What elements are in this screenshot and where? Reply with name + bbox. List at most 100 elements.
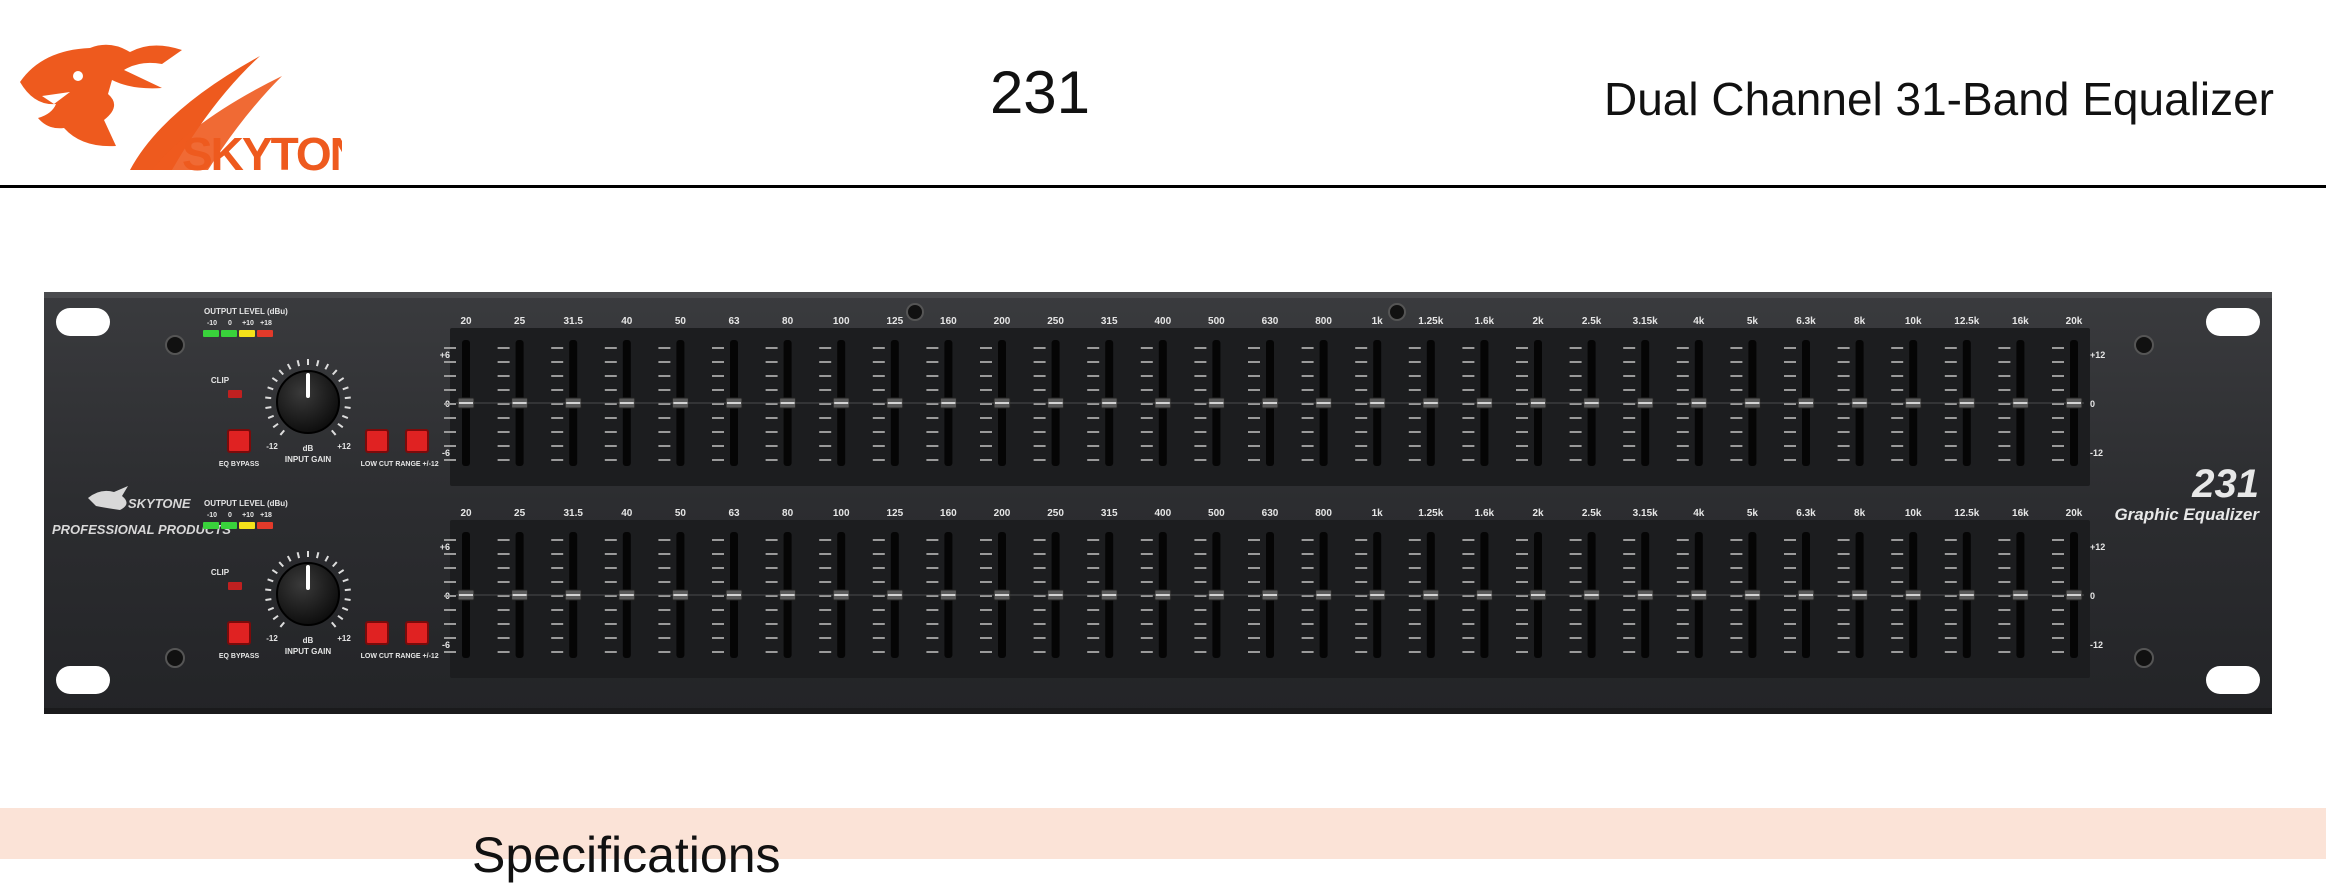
output-level-label: OUTPUT LEVEL (dBu) <box>204 307 288 316</box>
led-label: 0 <box>228 512 232 519</box>
band-label: 8k <box>1854 316 1866 327</box>
band-label: 5k <box>1747 508 1759 519</box>
level-led <box>221 330 237 337</box>
level-led <box>257 522 273 529</box>
screw-icon <box>2134 648 2154 668</box>
band-label: 63 <box>728 316 740 327</box>
input-gain-knob[interactable] <box>276 370 340 434</box>
led-label: +10 <box>242 320 254 327</box>
band-label: 31.5 <box>563 316 583 327</box>
band-label: 3.15k <box>1633 316 1658 327</box>
panel-brand: SKYTONE PROFESSIONAL PRODUCTS <box>52 486 231 537</box>
band-label: 200 <box>994 508 1011 519</box>
band-label: 2k <box>1532 316 1544 327</box>
band-label: 1k <box>1372 316 1384 327</box>
range-button[interactable] <box>405 621 429 645</box>
level-led <box>257 330 273 337</box>
scale-left-label: -6 <box>442 448 450 458</box>
input-gain-label: INPUT GAIN <box>285 647 331 656</box>
scale-right-label: +12 <box>2090 542 2105 552</box>
led-label: -10 <box>207 512 217 519</box>
band-label: 160 <box>940 316 957 327</box>
band-label: 16k <box>2012 316 2029 327</box>
rack-slot <box>2206 666 2260 694</box>
knob-min-label: -12 <box>266 634 278 643</box>
clip-label: CLIP <box>211 376 230 385</box>
band-label: 125 <box>886 508 903 519</box>
range-label: RANGE +/-12 <box>395 461 438 468</box>
band-label: 800 <box>1315 316 1332 327</box>
screw-icon <box>165 648 185 668</box>
band-label: 1.6k <box>1475 316 1495 327</box>
level-led <box>239 522 255 529</box>
band-label: 63 <box>728 508 740 519</box>
band-label: 100 <box>833 508 850 519</box>
document-title: Dual Channel 31-Band Equalizer <box>1604 73 2274 125</box>
page-number: 231 <box>989 59 1091 126</box>
screw-icon <box>1388 303 1406 321</box>
band-label: 250 <box>1047 316 1064 327</box>
band-label: 1k <box>1372 508 1384 519</box>
skytone-logo: SKYTONE <box>12 30 392 180</box>
scale-right-label: +12 <box>2090 350 2105 360</box>
led-label: +18 <box>260 512 272 519</box>
range-button[interactable] <box>405 429 429 453</box>
led-label: 0 <box>228 320 232 327</box>
scale-left-label: -6 <box>442 640 450 650</box>
band-label: 25 <box>514 316 526 327</box>
band-label: 50 <box>675 316 687 327</box>
band-label: 1.25k <box>1418 508 1443 519</box>
band-label: 10k <box>1905 316 1922 327</box>
scale-left-label: +6 <box>440 350 450 360</box>
band-label: 20 <box>460 508 472 519</box>
specifications-heading: Specifications <box>472 827 781 883</box>
level-led <box>239 330 255 337</box>
knob-unit-label: dB <box>303 636 314 645</box>
gain-knob-scale <box>265 551 351 628</box>
knob-max-label: +12 <box>337 634 351 643</box>
led-label: -10 <box>207 320 217 327</box>
band-label: 5k <box>1747 316 1759 327</box>
input-gain-knob[interactable] <box>276 562 340 626</box>
band-label: 250 <box>1047 508 1064 519</box>
band-label: 315 <box>1101 316 1118 327</box>
band-label: 80 <box>782 508 794 519</box>
eq-bypass-button[interactable] <box>227 621 251 645</box>
low-cut-button[interactable] <box>365 621 389 645</box>
eq-bypass-button[interactable] <box>227 429 251 453</box>
scale-right-label: 0 <box>2090 591 2095 601</box>
band-label: 50 <box>675 508 687 519</box>
knob-min-label: -12 <box>266 442 278 451</box>
low-cut-button[interactable] <box>365 429 389 453</box>
band-label: 40 <box>621 508 633 519</box>
rack-slot <box>2206 308 2260 336</box>
band-label: 2.5k <box>1582 316 1602 327</box>
panel-brand-tagline: PROFESSIONAL PRODUCTS <box>52 522 231 537</box>
clip-label: CLIP <box>211 568 230 577</box>
panel-brand-name: SKYTONE <box>128 496 191 511</box>
band-label: 800 <box>1315 508 1332 519</box>
page-header: SKYTONE 231 Dual Channel 31-Band Equaliz… <box>0 0 2326 190</box>
low-cut-label: LOW CUT <box>361 461 394 468</box>
rack-slot <box>56 308 110 336</box>
input-gain-label: INPUT GAIN <box>285 455 331 464</box>
knob-unit-label: dB <box>303 444 314 453</box>
band-label: 6.3k <box>1796 508 1816 519</box>
clip-led <box>228 582 242 590</box>
specifications-band <box>0 808 2326 859</box>
band-label: 200 <box>994 316 1011 327</box>
model-name: Graphic Equalizer <box>2114 505 2260 524</box>
band-label: 1.25k <box>1418 316 1443 327</box>
logo-wordmark: SKYTONE <box>182 128 342 180</box>
level-led <box>203 522 219 529</box>
band-label: 400 <box>1154 508 1171 519</box>
gain-knob-scale <box>265 359 351 436</box>
level-led <box>221 522 237 529</box>
band-label: 12.5k <box>1954 316 1979 327</box>
level-led <box>203 330 219 337</box>
band-label: 20 <box>460 316 472 327</box>
eq-bypass-label: EQ BYPASS <box>219 461 260 468</box>
band-label: 4k <box>1693 508 1705 519</box>
